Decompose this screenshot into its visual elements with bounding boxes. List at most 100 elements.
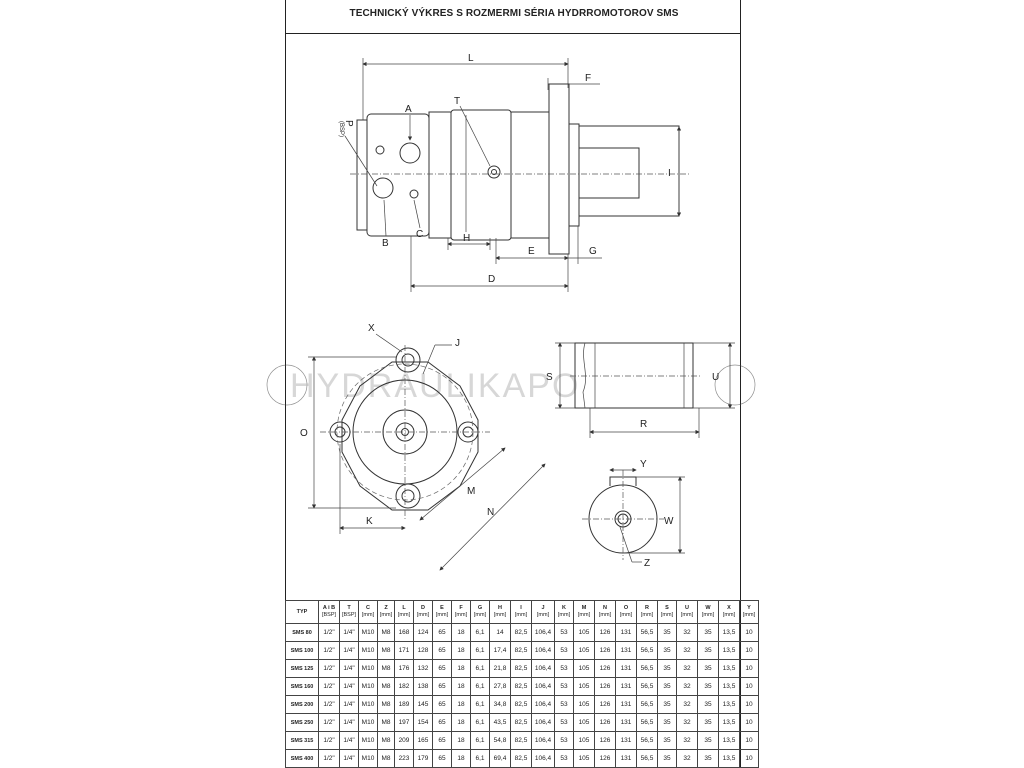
table-cell: 13,5 [718, 731, 740, 750]
table-cell: 53 [554, 695, 574, 714]
column-header: TYP [285, 600, 319, 624]
table-cell: 13,5 [718, 713, 740, 732]
table-cell: 179 [413, 749, 433, 768]
table-cell: M8 [377, 641, 395, 660]
table-cell: M10 [358, 641, 378, 660]
table-cell: 17,4 [489, 641, 511, 660]
label-n: N [487, 507, 494, 518]
column-header: N[mm] [594, 600, 616, 624]
table-cell: 34,8 [489, 695, 511, 714]
label-d: D [488, 274, 495, 285]
label-x: X [368, 323, 375, 334]
table-cell: 82,5 [510, 713, 532, 732]
column-header-label: I [520, 605, 522, 611]
drawing-canvas: HYDRAULIKAPO L F A T [266, 53, 756, 571]
table-cell: 209 [394, 731, 414, 750]
table-cell: 65 [432, 659, 452, 678]
table-cell: 54,8 [489, 731, 511, 750]
table-cell: 35 [657, 677, 677, 696]
table-cell: 35 [657, 641, 677, 660]
row-type-cell: SMS 80 [285, 623, 319, 642]
column-header-label: Y [747, 605, 751, 611]
table-cell: 18 [451, 641, 471, 660]
table-cell: 35 [697, 731, 719, 750]
column-header-label: J [541, 605, 545, 611]
table-cell: 10 [739, 659, 759, 678]
column-header-label: M [581, 605, 587, 611]
column-header: A i B[BSP] [318, 600, 340, 624]
table-cell: 35 [657, 659, 677, 678]
column-header: M[mm] [573, 600, 595, 624]
table-cell: 1/4" [339, 677, 359, 696]
table-cell: 138 [413, 677, 433, 696]
column-header: L[mm] [394, 600, 414, 624]
table-cell: 10 [739, 731, 759, 750]
table-cell: 32 [676, 641, 698, 660]
table-cell: 82,5 [510, 641, 532, 660]
column-header-label: R [645, 605, 649, 611]
label-k: K [366, 516, 373, 527]
mount-hole-inner [401, 489, 415, 503]
table-cell: 6,1 [470, 695, 490, 714]
table-cell: 35 [697, 695, 719, 714]
shaft-end-detail: Y W Z [582, 459, 685, 569]
label-e: E [528, 246, 535, 257]
column-header-unit: [mm] [557, 612, 571, 618]
table-cell: 56,5 [636, 677, 658, 696]
table-cell: M10 [358, 623, 378, 642]
label-p-bsp: (BSP) [338, 121, 344, 137]
table-cell: 35 [657, 623, 677, 642]
table-cell: 1/4" [339, 695, 359, 714]
table-cell: 1/2" [318, 731, 340, 750]
table-cell: 131 [615, 749, 637, 768]
table-cell: 154 [413, 713, 433, 732]
table-cell: 43,5 [489, 713, 511, 732]
table-cell: 1/2" [318, 695, 340, 714]
table-cell: M10 [358, 731, 378, 750]
table-cell: 106,4 [531, 695, 555, 714]
label-o: O [300, 428, 308, 439]
table-cell: 131 [615, 623, 637, 642]
column-header-unit: [mm] [680, 612, 694, 618]
table-cell: 126 [594, 713, 616, 732]
table-cell: 13,5 [718, 677, 740, 696]
leader-x [375, 333, 403, 353]
shaft-detail: S U R [546, 342, 735, 438]
label-c: C [416, 229, 423, 240]
table-cell: 10 [739, 713, 759, 732]
table-cell: 6,1 [470, 659, 490, 678]
table-cell: 32 [676, 695, 698, 714]
table-cell: 106,4 [531, 659, 555, 678]
table-cell: 35 [657, 695, 677, 714]
table-cell: 56,5 [636, 713, 658, 732]
label-p: P [343, 120, 354, 127]
table-cell: 82,5 [510, 749, 532, 768]
table-cell: 165 [413, 731, 433, 750]
table-cell: 32 [676, 677, 698, 696]
label-f: F [585, 73, 591, 84]
keyway [609, 476, 637, 486]
row-type-cell: SMS 100 [285, 641, 319, 660]
label-l: L [468, 53, 474, 64]
column-header-unit: [mm] [361, 612, 375, 618]
column-header-unit: [mm] [379, 612, 393, 618]
column-header-label: U [685, 605, 689, 611]
table-cell: 13,5 [718, 623, 740, 642]
leader-t [459, 105, 491, 167]
table-cell: 69,4 [489, 749, 511, 768]
table-cell: 27,8 [489, 677, 511, 696]
mount-hole-top [395, 347, 421, 373]
table-cell: 18 [451, 623, 471, 642]
table-cell: 6,1 [470, 677, 490, 696]
label-z: Z [644, 558, 650, 569]
row-type-cell: SMS 315 [285, 731, 319, 750]
table-cell: 32 [676, 749, 698, 768]
front-view: X J O K M N [300, 323, 546, 571]
output-shaft [578, 147, 640, 199]
table-cell: 35 [697, 749, 719, 768]
table-cell: 106,4 [531, 731, 555, 750]
column-header-unit: [mm] [722, 612, 736, 618]
column-header-unit: [mm] [416, 612, 430, 618]
